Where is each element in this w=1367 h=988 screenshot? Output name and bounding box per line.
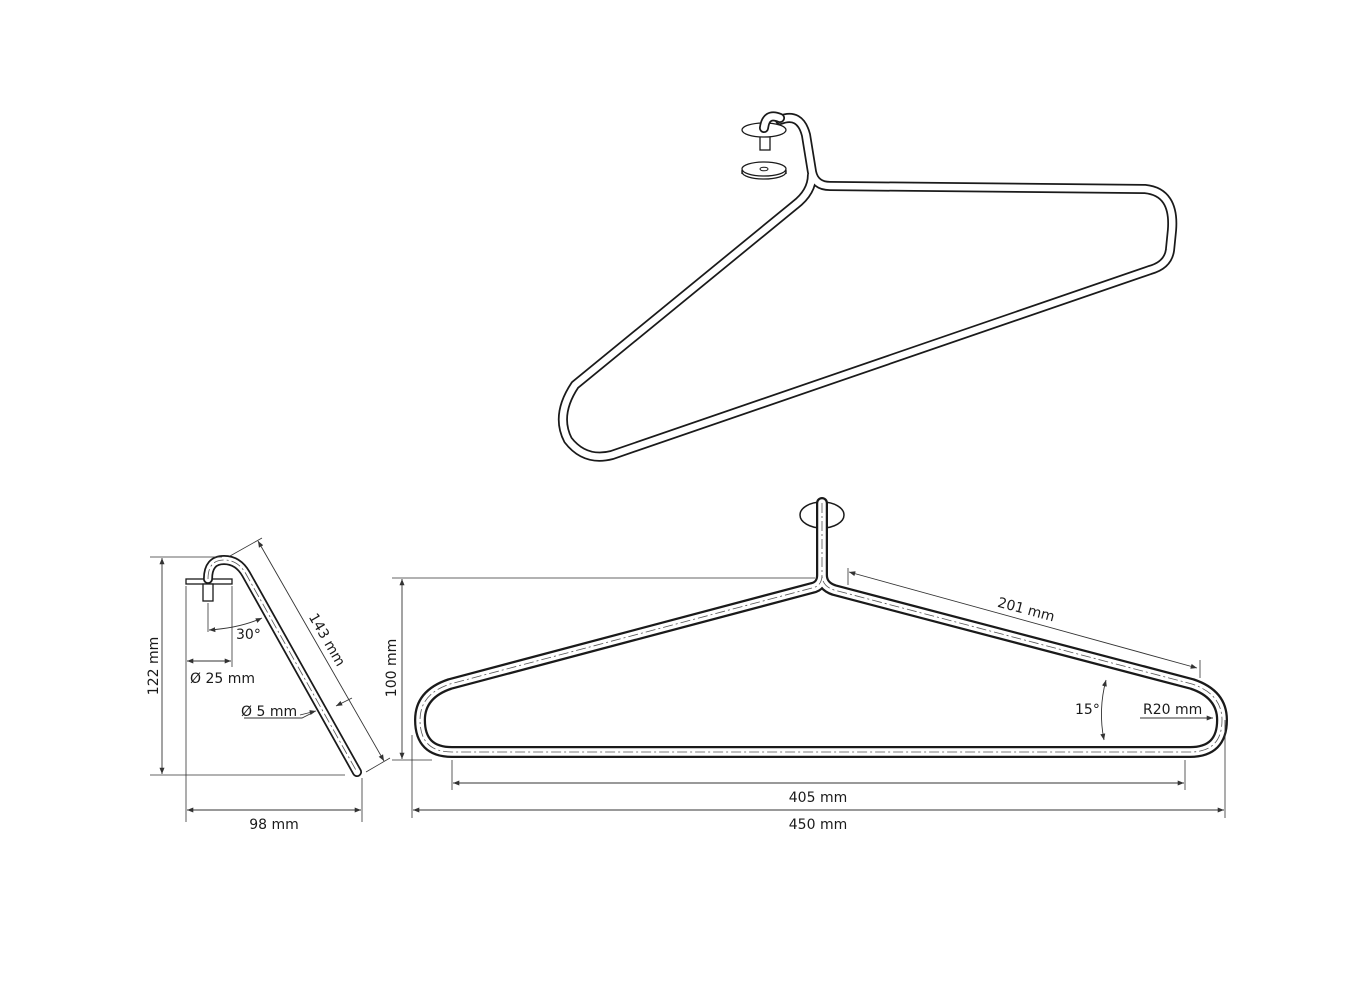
iso-hanger-frame	[557, 112, 1178, 462]
front-height-label: 100 mm	[384, 639, 400, 697]
isometric-view	[557, 111, 1178, 462]
side-wire	[203, 555, 362, 777]
side-height-label: 122 mm	[146, 637, 162, 695]
side-view: 122 mm 98 mm 143 mm 30° Ø 25 mm Ø 5 mm	[146, 537, 391, 833]
iso-bottom-disk	[741, 161, 787, 180]
side-stem	[202, 583, 214, 602]
disk-diameter-label: Ø 25 mm	[190, 671, 255, 687]
inner-width-label: 405 mm	[789, 790, 847, 806]
wire-diameter-label: Ø 5 mm	[241, 704, 297, 720]
radius-label: R20 mm	[1143, 702, 1202, 718]
front-angle-label: 15°	[1075, 702, 1100, 718]
front-view: 100 mm 405 mm 450 mm 201 mm 15° R20 mm	[384, 497, 1228, 833]
overall-width-label: 450 mm	[789, 817, 847, 833]
iso-top-disk	[741, 111, 787, 151]
side-angle-label: 30°	[236, 627, 261, 643]
side-width-label: 98 mm	[249, 817, 299, 833]
